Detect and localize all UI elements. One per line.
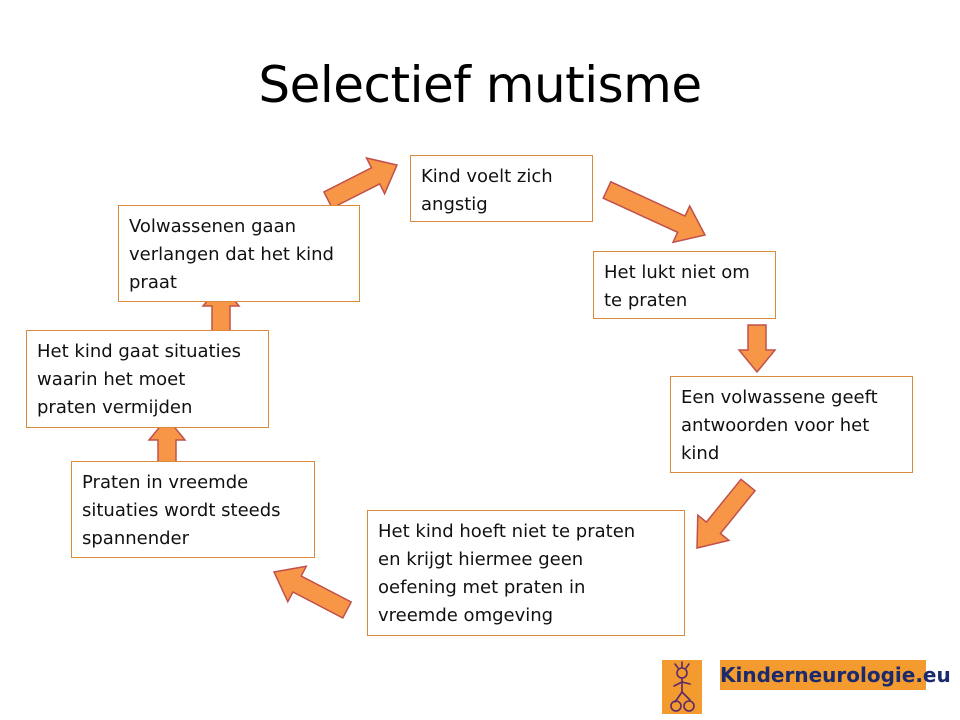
arrow-1-to-2 (602, 180, 707, 244)
step-box-5: Praten in vreemde situaties wordt steeds… (71, 461, 315, 558)
step-box-7: Volwassenen gaan verlangen dat het kind … (118, 205, 360, 302)
step-box-6: Het kind gaat situaties waarin het moet … (26, 330, 269, 428)
step-box-1: Kind voelt zich angstig (410, 155, 593, 222)
arrow-7-to-1 (322, 156, 399, 210)
arrow-3-to-4 (696, 478, 757, 549)
step-box-3: Een volwassene geeft antwoorden voor het… (670, 376, 913, 473)
logo-wordmark: Kinderneurologie.eu (720, 660, 951, 690)
arrow-4-to-5 (272, 565, 353, 620)
diagram-title: Selectief mutisme (258, 56, 702, 114)
arrow-2-to-3 (737, 324, 777, 374)
logo-figure-icon (662, 660, 702, 714)
step-box-2: Het lukt niet om te praten (593, 251, 776, 319)
step-box-4: Het kind hoeft niet te praten en krijgt … (367, 510, 685, 636)
